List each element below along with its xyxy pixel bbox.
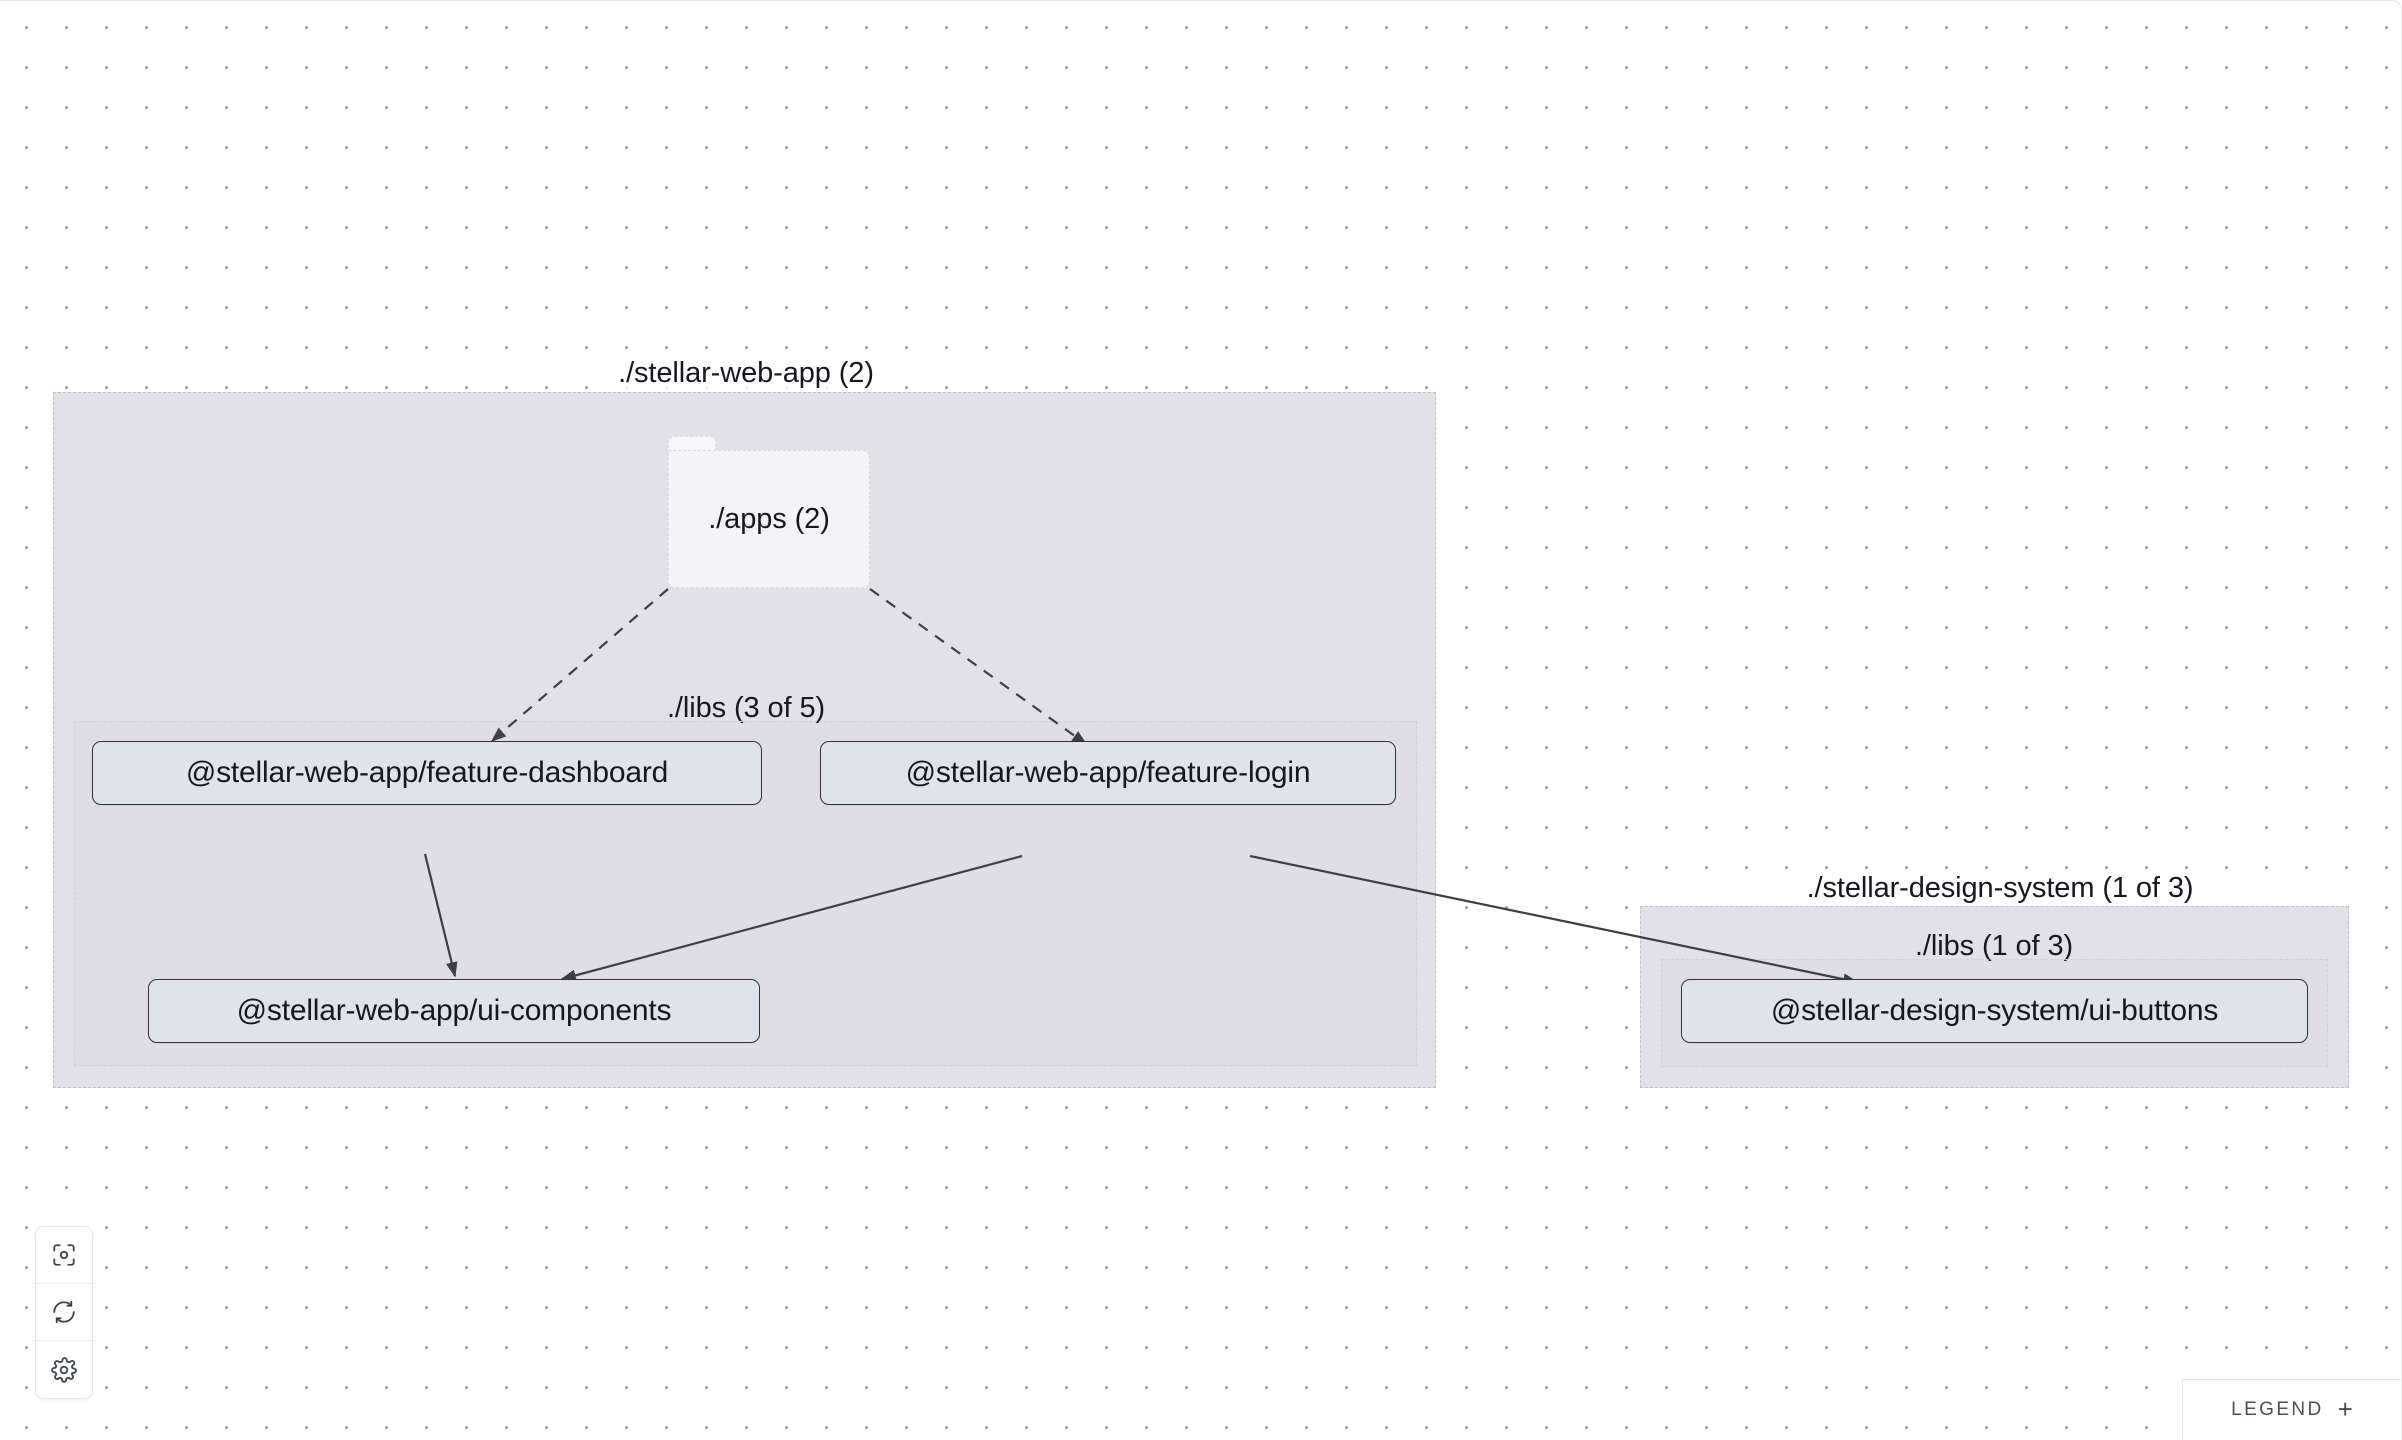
gear-icon xyxy=(51,1356,77,1383)
node-ui-buttons[interactable]: @stellar-design-system/ui-buttons xyxy=(1681,979,2308,1043)
node-feature-login[interactable]: @stellar-web-app/feature-login xyxy=(820,741,1396,805)
folder-tab xyxy=(668,436,716,452)
node-label: @stellar-web-app/ui-components xyxy=(236,994,672,1027)
group-label-stellar-design-system: ./stellar-design-system (1 of 3) xyxy=(1800,871,2200,905)
group-stellar-design-system-libs[interactable] xyxy=(1661,959,2328,1067)
node-label: @stellar-web-app/feature-dashboard xyxy=(185,756,669,789)
folder-label: ./apps (2) xyxy=(708,502,830,535)
node-label: @stellar-web-app/feature-login xyxy=(905,756,1311,789)
node-feature-dashboard[interactable]: @stellar-web-app/feature-dashboard xyxy=(92,741,762,805)
group-label-stellar-design-system-libs: ./libs (1 of 3) xyxy=(1914,930,2074,962)
folder-body: ./apps (2) xyxy=(668,450,870,588)
graph-controls xyxy=(35,1226,93,1399)
group-label-stellar-web-app: ./stellar-web-app (2) xyxy=(612,356,880,390)
folder-node-apps[interactable]: ./apps (2) xyxy=(668,436,870,588)
legend-panel[interactable]: LEGEND + xyxy=(2182,1379,2401,1440)
focus-graph-button[interactable] xyxy=(36,1227,92,1284)
focus-icon xyxy=(51,1242,77,1268)
group-label-stellar-web-app-libs: ./libs (3 of 5) xyxy=(666,692,826,724)
refresh-icon xyxy=(51,1299,77,1325)
refresh-graph-button[interactable] xyxy=(36,1284,92,1341)
node-label: @stellar-design-system/ui-buttons xyxy=(1770,994,2219,1027)
settings-button[interactable] xyxy=(36,1341,92,1398)
node-ui-components[interactable]: @stellar-web-app/ui-components xyxy=(148,979,760,1043)
legend-label: LEGEND xyxy=(2231,1399,2324,1420)
legend-expand-icon[interactable]: + xyxy=(2337,1394,2353,1424)
